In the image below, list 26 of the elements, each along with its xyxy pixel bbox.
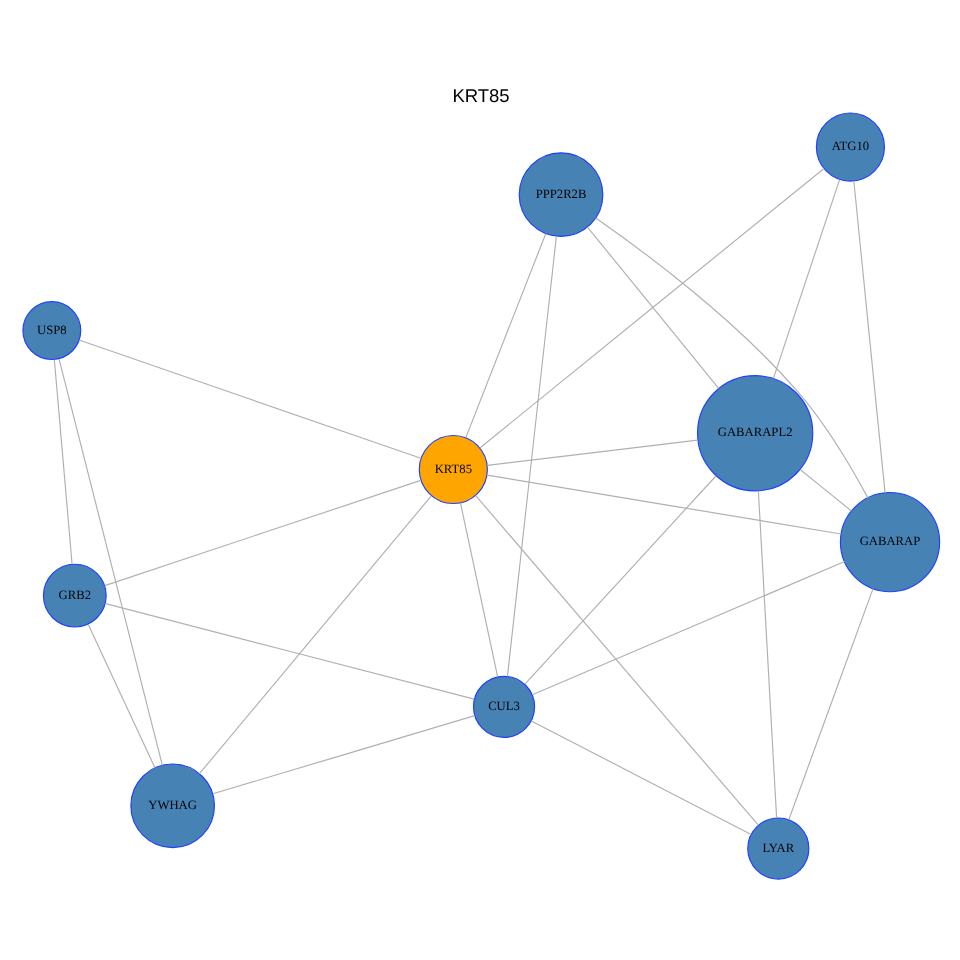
connector (586, 225, 719, 388)
connector (86, 622, 155, 768)
connector (529, 719, 751, 835)
connector (594, 216, 868, 498)
connector (798, 468, 851, 511)
connector (485, 438, 698, 465)
connector (464, 232, 546, 437)
diagram-title: KRT85 (451, 85, 509, 106)
connector (787, 587, 873, 820)
connector (57, 357, 162, 765)
connector (485, 473, 841, 534)
connector (852, 179, 885, 493)
connector (474, 493, 758, 825)
connector (52, 358, 72, 564)
connector (505, 234, 556, 676)
connector (78, 338, 421, 458)
connector (458, 501, 498, 677)
connector (523, 474, 716, 684)
connector (197, 494, 431, 774)
connector (104, 602, 474, 699)
connector (478, 167, 824, 448)
connector (211, 714, 475, 794)
connector (771, 178, 840, 378)
connector (530, 559, 845, 695)
connector (103, 478, 421, 586)
connector (756, 489, 777, 818)
